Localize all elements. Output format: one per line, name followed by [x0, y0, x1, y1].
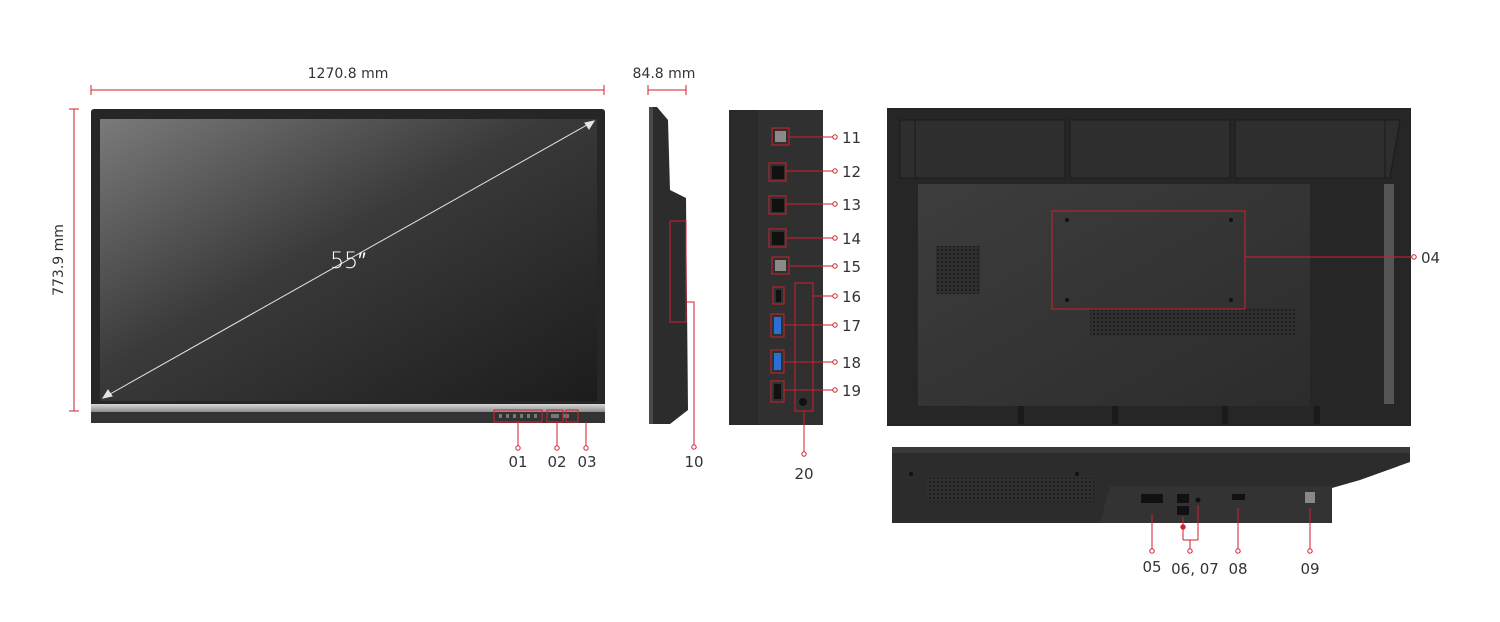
vesa-callout-dot [1411, 254, 1417, 260]
callout-18: 18 [842, 354, 861, 372]
diagonal-arrow [101, 120, 596, 399]
side-port-highlight [669, 220, 687, 323]
callout-19: 19 [842, 382, 861, 400]
bottom-panel-top-edge [892, 447, 1410, 453]
callout-16: 16 [842, 288, 861, 306]
side-callout-leader [686, 301, 695, 445]
height-dimension-line [69, 108, 79, 412]
vesa-screw-holes [1065, 218, 1233, 302]
back-view: 04 [887, 108, 1440, 426]
diagonal-size-label: 55″ [330, 249, 366, 274]
width-dimension-label: 1270.8 mm [308, 66, 389, 82]
bottom-view: 05 06, 07 08 09 [892, 447, 1410, 578]
back-feet [1018, 406, 1320, 424]
bottom-callout-leaders [1149, 505, 1313, 554]
side-profile-body [649, 107, 688, 424]
back-side-rail [1384, 184, 1394, 404]
callout-10: 10 [684, 453, 703, 471]
vesa-mount-highlight [1051, 210, 1246, 310]
callout-11: 11 [842, 129, 861, 147]
bottom-screw-right [1075, 472, 1079, 476]
side-profile-edge [649, 107, 653, 424]
callout-17: 17 [842, 317, 861, 335]
height-dimension-label: 773.9 mm [51, 224, 67, 296]
depth-dimension-line [647, 85, 687, 95]
side-profile-view: 84.8 mm 10 [633, 66, 704, 471]
front-view: 1270.8 mm 773.9 mm 55″ [51, 66, 605, 471]
side-ports-closeup: 11 12 13 14 15 16 17 18 19 20 [729, 110, 861, 483]
side-port-leaders [784, 134, 838, 457]
callout-02: 02 [547, 453, 566, 471]
callout-04: 04 [1421, 249, 1440, 267]
back-panel-cover [918, 184, 1310, 406]
callout-12: 12 [842, 163, 861, 181]
callout-06-07: 06, 07 [1171, 560, 1219, 578]
bottom-port-area [1100, 486, 1332, 523]
width-dimension-line [90, 85, 605, 95]
back-top-housing [899, 119, 1401, 179]
bottom-ports [1141, 492, 1315, 515]
callout-15: 15 [842, 258, 861, 276]
callout-14: 14 [842, 230, 861, 248]
callout-13: 13 [842, 196, 861, 214]
callout-09: 09 [1300, 560, 1319, 578]
front-bezel-strip [91, 404, 605, 412]
callout-08: 08 [1228, 560, 1247, 578]
back-vent-left [936, 246, 980, 294]
front-bottom-base [91, 412, 605, 423]
bottom-screw-left [909, 472, 913, 476]
callout-01: 01 [508, 453, 527, 471]
depth-dimension-label: 84.8 mm [633, 66, 696, 82]
side-callout-dot [691, 444, 697, 450]
bottom-vent [927, 478, 1094, 502]
front-callout-leaders [515, 422, 589, 451]
callout-20: 20 [794, 465, 813, 483]
back-vent-bottom [1090, 308, 1295, 336]
callout-03: 03 [577, 453, 596, 471]
callout-05: 05 [1142, 558, 1161, 576]
side-ports [772, 131, 807, 406]
